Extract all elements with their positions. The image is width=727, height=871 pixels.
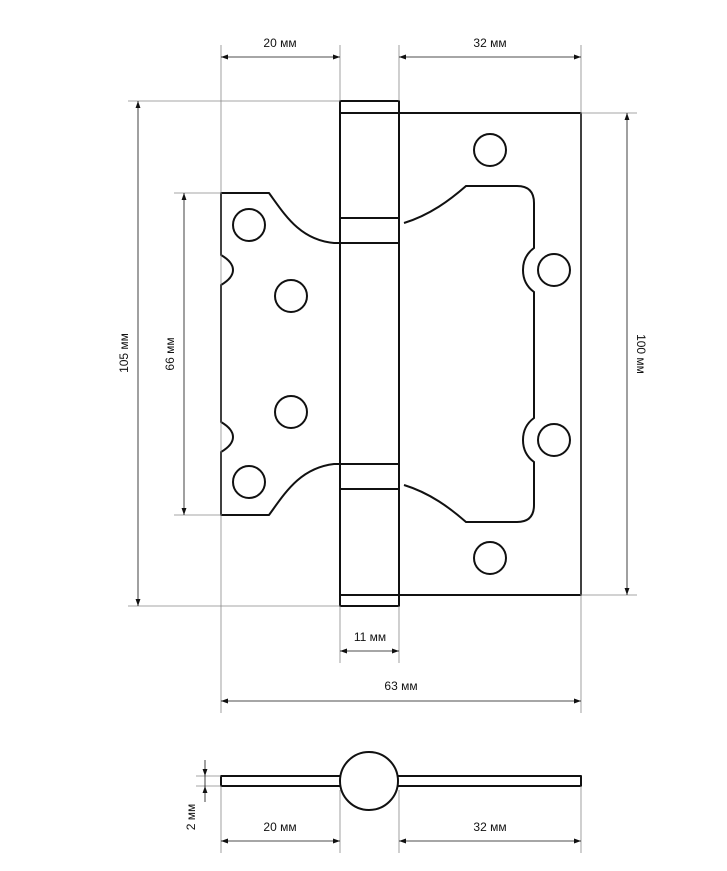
side-right-leaf [394, 775, 582, 787]
dim-left-inner-label: 66 мм [163, 337, 177, 370]
side-knuckle [339, 751, 399, 811]
screw-hole [274, 279, 308, 313]
screw-hole [274, 395, 308, 429]
dim-thickness-label: 2 мм [184, 804, 198, 831]
dim-left-outer-label: 105 мм [117, 333, 131, 373]
screw-hole [232, 465, 266, 499]
dim-total-label: 63 мм [384, 679, 417, 693]
dim-right-label: 100 мм [634, 334, 648, 374]
screw-hole [473, 541, 507, 575]
left-leaf [220, 192, 341, 516]
dim-side-right-label: 32 мм [473, 820, 506, 834]
side-left-leaf [220, 775, 345, 787]
screw-hole [537, 423, 571, 457]
dim-top-left-label: 20 мм [263, 36, 296, 50]
screw-hole [537, 253, 571, 287]
dim-top-right-label: 32 мм [473, 36, 506, 50]
side-view: 2 мм 20 мм 32 мм [184, 751, 582, 853]
dim-knuckle-label: 11 мм [354, 630, 386, 644]
screw-hole [473, 133, 507, 167]
right-leaf-cutout [403, 185, 535, 523]
front-view: 20 мм 32 мм 105 мм 66 мм 100 мм 11 мм 63… [117, 36, 648, 713]
screw-hole [232, 208, 266, 242]
knuckle-barrel [339, 100, 400, 607]
dim-side-left-label: 20 мм [263, 820, 296, 834]
